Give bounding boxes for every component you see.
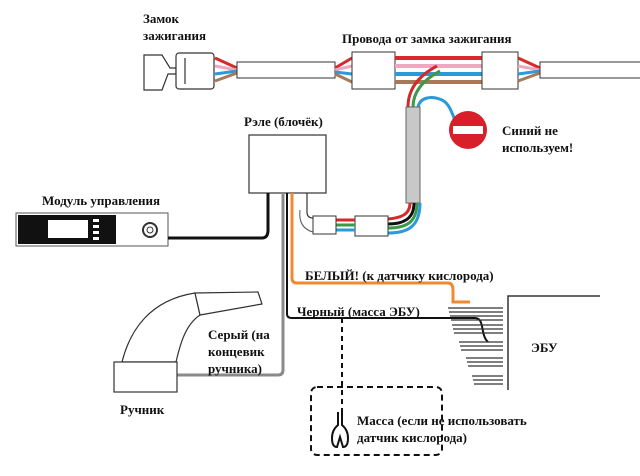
control-module xyxy=(15,212,169,247)
handbrake xyxy=(113,291,263,393)
label-ignition-lock: Замок xyxy=(143,11,180,26)
label-white-wire: БЕЛЫЙ! (к датчику кислорода) xyxy=(305,268,494,283)
connector-3 xyxy=(354,215,389,237)
connector-wires-b xyxy=(517,56,541,83)
ignition-key-icon xyxy=(143,52,215,91)
gray-wire xyxy=(176,193,285,377)
label-control-module: Модуль управления xyxy=(42,193,160,208)
label-ignition-wires: Провода от замка зажигания xyxy=(342,31,512,46)
ignition-wire-bundle xyxy=(395,56,482,84)
module-black-wire xyxy=(168,193,270,240)
relay-lead-2 xyxy=(299,209,314,233)
label-gray-wire-2: концевик xyxy=(208,344,265,359)
cable-tube-left xyxy=(236,61,336,79)
tap-wires xyxy=(406,64,457,121)
ignition-connector-wires xyxy=(214,56,238,83)
ground-lug-icon xyxy=(330,412,350,449)
label-gray-wire: Серый (на xyxy=(208,327,270,342)
connector-4 xyxy=(312,215,337,235)
label-black-wire: Черный (масса ЭБУ) xyxy=(297,304,420,319)
sleeve-wires xyxy=(387,202,422,235)
connector-2 xyxy=(481,51,519,90)
label-ground: Масса (если не использовать xyxy=(357,413,527,428)
label-ground-2: датчик кислорода) xyxy=(357,430,467,445)
relay-lead xyxy=(306,193,314,219)
ecu xyxy=(448,295,600,390)
connector-wires-a xyxy=(334,56,353,84)
ground-dashed-box xyxy=(310,386,443,456)
relay-tap-wires xyxy=(336,218,355,232)
label-relay: Рэле (блочёк) xyxy=(244,114,323,129)
label-ignition-lock-2: зажигания xyxy=(143,28,206,43)
cable-tube-right xyxy=(539,61,640,79)
connector-1 xyxy=(351,51,396,90)
label-gray-wire-3: ручника) xyxy=(208,361,262,376)
relay-box xyxy=(248,134,327,194)
label-ecu: ЭБУ xyxy=(531,340,558,355)
gray-sleeve xyxy=(405,106,421,204)
label-blue-unused: Синий не xyxy=(502,123,558,138)
white-oxygen-wire xyxy=(290,193,470,304)
label-handbrake: Ручник xyxy=(120,402,165,417)
no-entry-icon xyxy=(449,111,487,149)
label-blue-unused-2: используем! xyxy=(502,140,573,155)
